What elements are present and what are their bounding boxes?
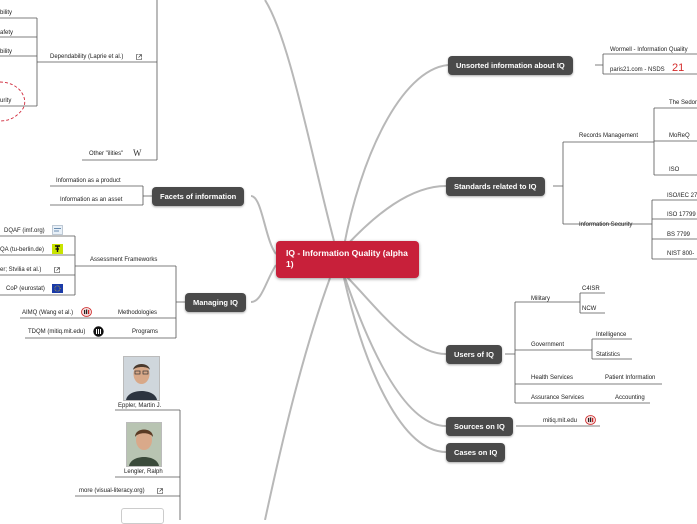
subtopic-iso-17799[interactable]: ISO 17799 xyxy=(667,212,696,218)
topic-sources[interactable]: Sources on IQ xyxy=(446,417,513,436)
lengler-photo xyxy=(126,422,162,467)
external-link-icon[interactable] xyxy=(157,488,163,494)
subtopic-programs[interactable]: Programs xyxy=(132,329,159,335)
subtopic-dependability[interactable]: Dependability (Laprie et al.) xyxy=(50,54,124,60)
subtopic-information-product[interactable]: Information as a product xyxy=(56,178,121,184)
mitiq-logo-icon xyxy=(585,415,596,425)
subtopic-aimq[interactable]: AIMQ (Wang et al.) xyxy=(22,310,74,316)
link-more-visual-literacy[interactable]: more (visual-literacy.org) xyxy=(79,488,145,494)
topic-cases[interactable]: Cases on IQ xyxy=(446,443,506,462)
connector-sources xyxy=(344,277,447,427)
connector-top xyxy=(264,0,335,242)
subtopic-records-management[interactable]: Records Management xyxy=(579,133,639,139)
external-link-icon[interactable] xyxy=(54,267,60,273)
subtopic-information-asset[interactable]: Information as an asset xyxy=(60,197,123,203)
subtopic-dqaf[interactable]: DQAF (imf.org) xyxy=(4,228,45,234)
mit-logo-icon xyxy=(93,326,104,337)
subtopic-wormell[interactable]: Wormell - Information Quality xyxy=(610,47,688,53)
subtopic-c4isr[interactable]: C4ISR xyxy=(582,286,600,292)
paris21-logo-icon: 21 xyxy=(672,62,685,74)
subtopic-nist-800[interactable]: NIST 800- xyxy=(667,251,695,257)
subtopic-accounting[interactable]: Accounting xyxy=(615,395,645,401)
connector-cases xyxy=(343,277,447,453)
eppler-photo xyxy=(123,356,160,401)
subtopic-mitiq[interactable]: mitiq.mit.edu xyxy=(543,418,578,424)
subtopic-the-sedona[interactable]: The Sedona xyxy=(669,100,697,106)
topic-unsorted-information[interactable]: Unsorted information about IQ xyxy=(448,56,573,75)
subtopic-other-ilities[interactable]: Other "ilities" xyxy=(89,151,124,157)
subtopic-moreq[interactable]: MoReQ xyxy=(669,133,690,139)
subtopic-dependability-item-3[interactable]: bility xyxy=(0,49,13,55)
connector-unsorted xyxy=(343,64,449,247)
topic-facets[interactable]: Facets of information xyxy=(152,187,245,206)
subtopic-cop-eurostat[interactable]: CoP (eurostat) xyxy=(6,286,45,292)
topic-managing[interactable]: Managing IQ xyxy=(185,293,246,312)
person-portrait-icon xyxy=(127,423,161,466)
connector-users xyxy=(345,275,447,355)
image-placeholder xyxy=(121,508,164,524)
subtopic-patient-information[interactable]: Patient Information xyxy=(605,375,656,381)
person-portrait-icon xyxy=(124,357,159,400)
subtopic-intelligence[interactable]: Intelligence xyxy=(596,332,627,338)
subtopic-assurance-services[interactable]: Assurance Services xyxy=(531,395,585,401)
subtopic-paris21[interactable]: paris21.com - NSDS xyxy=(610,67,665,73)
topic-users[interactable]: Users of IQ xyxy=(446,345,503,364)
subtopic-qa-tu-berlin[interactable]: QA (tu-berlin.de) xyxy=(0,247,45,253)
subtopic-military[interactable]: Military xyxy=(531,296,550,302)
external-link-icon[interactable] xyxy=(136,54,142,60)
subtopic-iso[interactable]: ISO xyxy=(669,167,680,173)
connector-facets xyxy=(250,195,277,255)
connector-managing xyxy=(250,264,277,303)
dashed-highlight xyxy=(0,81,26,122)
subtopic-assessment-frameworks[interactable]: Assessment Frameworks xyxy=(90,257,158,263)
subtopic-dependability-item-2[interactable]: afety xyxy=(0,30,14,36)
mitiq-logo-icon xyxy=(81,307,92,317)
subtopic-bs-7799[interactable]: BS 7799 xyxy=(667,232,691,238)
tu-berlin-logo-icon xyxy=(52,244,63,254)
central-topic[interactable]: IQ - Information Quality (alpha 1) xyxy=(276,241,419,278)
subtopic-information-security[interactable]: Information Security xyxy=(579,222,633,228)
subtopic-government[interactable]: Government xyxy=(531,342,565,348)
imf-logo-icon xyxy=(52,225,63,235)
subtopic-health-services[interactable]: Health Services xyxy=(531,375,574,381)
person-lengler[interactable]: Lengler, Ralph xyxy=(124,469,163,475)
subtopic-dependability-item-1[interactable]: bility xyxy=(0,10,13,16)
subtopic-stvilia[interactable]: er; Stvilia et al.) xyxy=(0,267,42,273)
subtopic-ncw[interactable]: NCW xyxy=(582,306,597,312)
topic-standards[interactable]: Standards related to IQ xyxy=(446,177,545,196)
subtopic-tdqm[interactable]: TDQM (mitiq.mit.edu) xyxy=(28,329,86,335)
subtopic-statistics[interactable]: Statistics xyxy=(596,352,621,358)
person-eppler[interactable]: Eppler, Martin J. xyxy=(118,403,162,409)
subtopic-dependability-item-4[interactable]: urity xyxy=(0,98,12,104)
main-branch-connectors xyxy=(250,0,449,520)
connector-standards xyxy=(345,185,447,247)
wikipedia-icon[interactable]: W xyxy=(133,148,142,158)
subtopic-iso-iec[interactable]: ISO/IEC 27 xyxy=(667,193,697,199)
subtopic-methodologies[interactable]: Methodologies xyxy=(118,310,158,316)
connector-bottom xyxy=(264,277,331,520)
eu-flag-icon xyxy=(52,284,63,293)
